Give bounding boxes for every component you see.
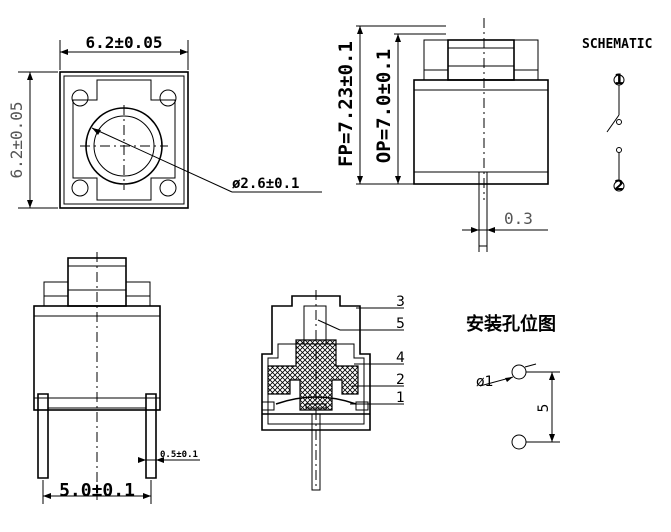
terminal-1-label: 1 — [614, 72, 624, 88]
fp-dimension: FP=7.23±0.1 — [335, 41, 357, 167]
callout-4: 4 — [396, 350, 405, 366]
callout-1: 1 — [396, 390, 405, 406]
callout-2: 2 — [396, 372, 405, 388]
top-height-dimension: 6.2±0.05 — [7, 101, 26, 178]
section-view: 3 5 4 2 1 — [261, 290, 405, 491]
pin-spacing-dimension: 5.0±0.1 — [59, 480, 135, 501]
top-view: 6.2±0.05 ø2.6±0.1 6.2±0.05 — [7, 33, 322, 209]
front-view: 5.0±0.1 0.5±0.1 — [33, 252, 200, 504]
callout-5: 5 — [396, 316, 405, 332]
mounting-holes: 安装孔位图 5 ø1 — [466, 313, 560, 450]
terminal-2-label: 2 — [614, 178, 624, 194]
side-view: 0.3 FP=7.23±0.1 OP=7.0±0.1 — [335, 18, 549, 252]
schematic-title: SCHEMATIC — [582, 37, 652, 52]
schematic: SCHEMATIC 1 2 — [582, 37, 652, 194]
pin-thickness-dimension: 0.5±0.1 — [160, 450, 198, 460]
mounting-holes-title: 安装孔位图 — [466, 313, 556, 335]
top-width-dimension: 6.2±0.05 — [85, 33, 162, 52]
hole-diameter-dimension: ø1 — [476, 374, 493, 390]
callout-3: 3 — [396, 294, 405, 310]
button-diameter-dimension: ø2.6±0.1 — [232, 176, 299, 192]
hole-spacing-dimension: 5 — [536, 404, 552, 413]
pin-width-dimension: 0.3 — [504, 209, 533, 228]
op-dimension: OP=7.0±0.1 — [373, 49, 395, 163]
